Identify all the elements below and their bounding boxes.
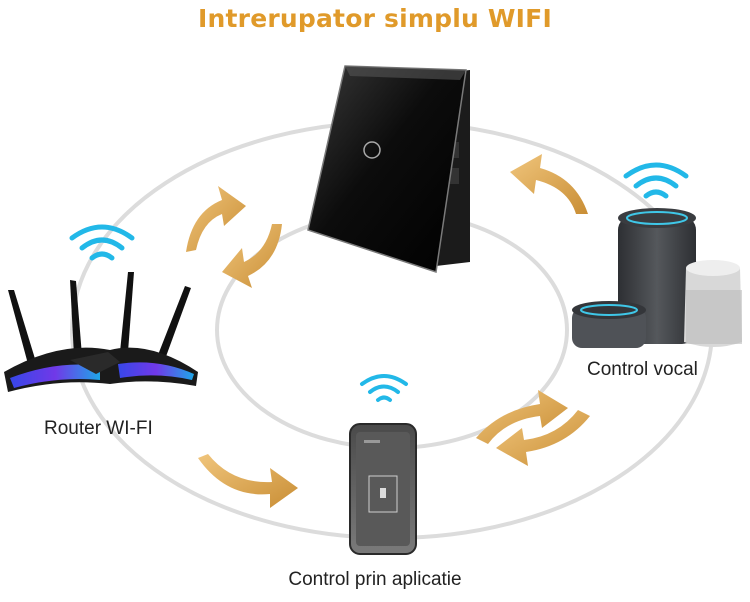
router-icon [4,272,198,392]
smart-speaker-icon [572,208,742,348]
curved-arrow-icon [198,454,298,508]
curved-arrow-icon [496,410,590,466]
wifi-icon [360,374,408,402]
page-title: Intrerupator simplu WIFI [198,4,552,33]
wifi-icon [623,162,689,199]
app-control-label: Control prin aplicatie [288,569,462,590]
touch-switch-icon [307,65,470,273]
curved-arrow-icon [476,390,568,444]
wifi-icon [69,224,135,261]
curved-arrow-icon [186,186,246,252]
smartphone-icon [349,423,417,555]
curved-arrow-icon [510,154,588,214]
router-label: Router WI-FI [44,418,153,439]
voice-control-label: Control vocal [587,359,698,380]
curved-arrow-icon [222,224,282,288]
